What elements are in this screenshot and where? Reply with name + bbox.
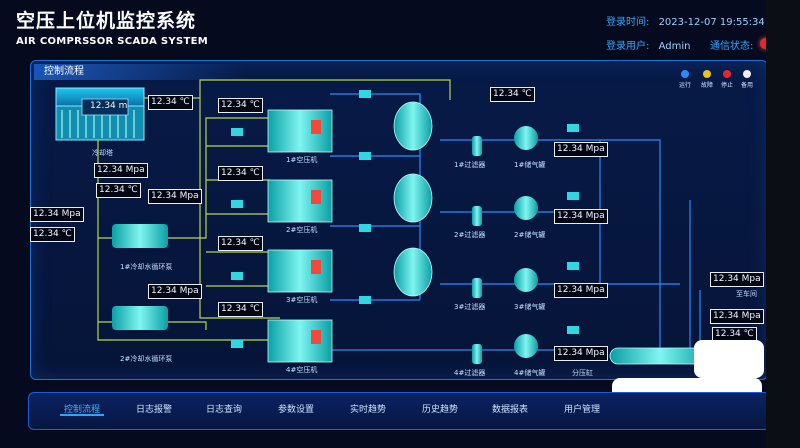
compressor1-label: 1#空压机	[286, 156, 318, 164]
legend-standby: 备用	[738, 70, 756, 89]
legend-standby-label: 备用	[740, 82, 753, 89]
comm-status-label: 通信状态:	[710, 41, 754, 52]
pump1-label: 1#冷却水循环泵	[120, 263, 173, 271]
legend-stop-label: 停止	[720, 82, 733, 89]
nav-parameter-settings[interactable]: 参数设置	[278, 405, 315, 415]
air-tank-units	[514, 126, 538, 358]
compressor4-temp: 12.34 ℃	[218, 302, 263, 317]
filter2-label: 2#过滤器	[454, 231, 486, 239]
tank3-pressure: 12.34 Mpa	[554, 283, 608, 298]
nav-data-report[interactable]: 数据报表	[492, 405, 529, 415]
workshop-label: 至车间	[736, 290, 757, 298]
pump1-pressure: 12.34 Mpa	[148, 189, 202, 204]
compressor4-label: 4#空压机	[286, 366, 318, 374]
filter4-label: 4#过滤器	[454, 369, 486, 377]
legend-stop-dot	[723, 70, 731, 78]
compressor3-label: 3#空压机	[286, 296, 318, 304]
tank2-pressure: 12.34 Mpa	[554, 209, 608, 224]
legend-running: 运行	[676, 70, 694, 89]
dryer-tanks	[393, 101, 433, 297]
legend-fault: 故障	[698, 70, 716, 89]
tank4-label: 4#储气罐	[514, 369, 546, 377]
nav-log-query[interactable]: 日志查询	[206, 405, 243, 415]
login-user-label: 登录用户:	[606, 41, 650, 52]
right-edge-strip	[766, 0, 800, 448]
supply-temp: 12.34 ℃	[96, 183, 141, 198]
login-time-label: 登录时间:	[606, 17, 650, 28]
redaction-block	[694, 340, 764, 378]
legend-running-label: 运行	[678, 82, 691, 89]
manifold-label: 分压缸	[572, 369, 593, 377]
tank3-label: 3#储气罐	[514, 303, 546, 311]
nav-user-management[interactable]: 用户管理	[564, 405, 601, 415]
valve-icons	[231, 90, 579, 348]
compressor3-temp: 12.34 ℃	[218, 236, 263, 251]
tower-outlet-temp: 12.34 ℃	[148, 95, 193, 110]
login-user-value: Admin	[658, 41, 691, 52]
legend-fault-dot	[703, 70, 711, 78]
tower-label: 冷却塔	[92, 149, 113, 157]
nav-active-indicator	[60, 414, 104, 416]
tower-level: 12.34 m	[90, 101, 128, 111]
compressor-units	[267, 109, 333, 363]
pump2-label: 2#冷却水循环泵	[120, 355, 173, 363]
app-subtitle: AIR COMPRSSOR SCADA SYSTEM	[16, 36, 208, 47]
workshop-pressure: 12.34 Mpa	[710, 309, 764, 324]
legend-running-dot	[681, 70, 689, 78]
dryer-temp: 12.34 ℃	[490, 87, 535, 102]
compressor2-temp: 12.34 ℃	[218, 166, 263, 181]
app-title: 空压上位机监控系统	[16, 10, 197, 32]
workshop-pressure-top: 12.34 Mpa	[710, 272, 764, 287]
cooling-tower	[55, 87, 145, 141]
comm-status-indicator	[760, 38, 771, 49]
tank1-label: 1#储气罐	[514, 161, 546, 169]
filter-units	[472, 136, 482, 364]
login-user: 登录用户: Admin	[606, 37, 690, 52]
legend-fault-label: 故障	[700, 82, 713, 89]
tank2-label: 2#储气罐	[514, 231, 546, 239]
filter3-label: 3#过滤器	[454, 303, 486, 311]
supply-pressure: 12.34 Mpa	[94, 163, 148, 178]
panel-title: 控制流程	[34, 64, 244, 80]
pump-units	[112, 224, 168, 330]
tank4-pressure: 12.34 Mpa	[554, 346, 608, 361]
nav-alarm-log[interactable]: 日志报警	[136, 405, 173, 415]
return-temp: 12.34 ℃	[30, 227, 75, 242]
login-time: 登录时间: 2023-12-07 19:55:34 星期四	[606, 13, 798, 28]
filter1-label: 1#过滤器	[454, 161, 486, 169]
compressor1-temp: 12.34 ℃	[218, 98, 263, 113]
nav-control-flow[interactable]: 控制流程	[64, 405, 101, 415]
compressor2-label: 2#空压机	[286, 226, 318, 234]
nav-history-trend[interactable]: 历史趋势	[422, 405, 459, 415]
tank1-pressure: 12.34 Mpa	[554, 142, 608, 157]
nav-realtime-trend[interactable]: 实时趋势	[350, 405, 387, 415]
air-lines	[320, 93, 701, 351]
login-time-value: 2023-12-07 19:55:34 星期四	[658, 17, 798, 28]
return-pressure: 12.34 Mpa	[30, 207, 84, 222]
legend-standby-dot	[743, 70, 751, 78]
legend-stop: 停止	[718, 70, 736, 89]
pump2-pressure: 12.34 Mpa	[148, 284, 202, 299]
